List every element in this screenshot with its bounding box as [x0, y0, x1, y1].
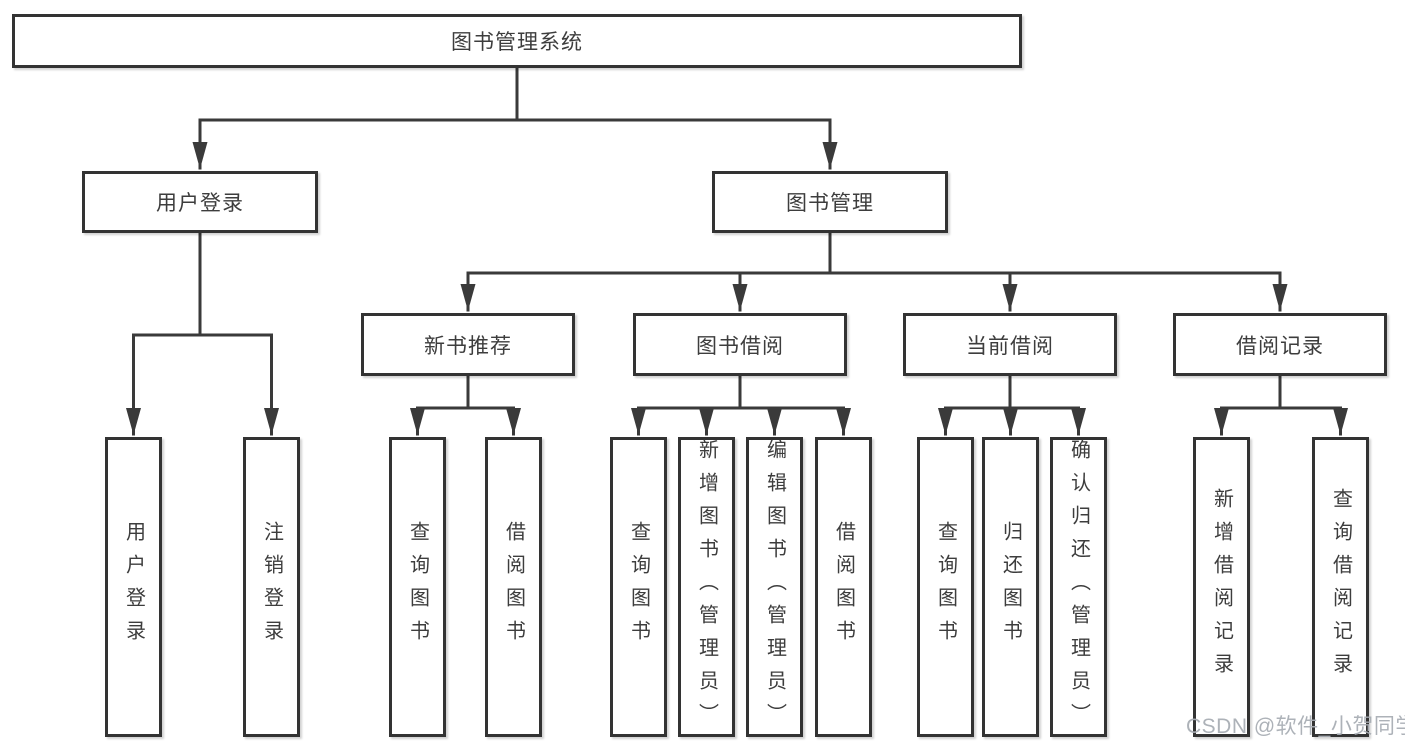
leaf-borrow-books-2: 借阅图书	[815, 437, 872, 737]
leaf-label: 编辑图书（管理员）	[763, 438, 786, 736]
leaf-add-borrow-record: 新增借阅记录	[1193, 437, 1250, 737]
node-book-management: 图书管理	[712, 171, 948, 233]
leaf-label: 新增图书（管理员）	[695, 438, 718, 736]
leaf-query-books-1: 查询图书	[389, 437, 446, 737]
leaf-add-books-admin: 新增图书（管理员）	[678, 437, 735, 737]
node-new-book-recommend: 新书推荐	[361, 313, 575, 376]
csdn-watermark: CSDN @软件_小贺同学	[1186, 715, 1405, 738]
leaf-borrow-books-1: 借阅图书	[485, 437, 542, 737]
leaf-query-books-3: 查询图书	[917, 437, 974, 737]
leaf-label: 确认归还（管理员）	[1067, 438, 1090, 736]
leaf-label: 查询借阅记录	[1329, 488, 1352, 686]
node-book-borrowing: 图书借阅	[633, 313, 847, 376]
leaf-return-books: 归还图书	[982, 437, 1039, 737]
node-borrowing-records: 借阅记录	[1173, 313, 1387, 376]
leaf-label: 查询图书	[406, 521, 429, 653]
leaf-logout: 注销登录	[243, 437, 300, 737]
node-current-borrowing: 当前借阅	[903, 313, 1117, 376]
leaf-edit-books-admin: 编辑图书（管理员）	[746, 437, 803, 737]
leaf-label: 查询图书	[627, 521, 650, 653]
leaf-label: 新增借阅记录	[1210, 488, 1233, 686]
node-user-login-group: 用户登录	[82, 171, 318, 233]
leaf-label: 用户登录	[122, 521, 145, 653]
leaf-user-login: 用户登录	[105, 437, 162, 737]
leaf-label: 借阅图书	[832, 521, 855, 653]
leaf-label: 借阅图书	[502, 521, 525, 653]
leaf-query-books-2: 查询图书	[610, 437, 667, 737]
leaf-label: 查询图书	[934, 521, 957, 653]
leaf-confirm-return-admin: 确认归还（管理员）	[1050, 437, 1107, 737]
leaf-label: 归还图书	[999, 521, 1022, 653]
leaf-query-borrow-record: 查询借阅记录	[1312, 437, 1369, 737]
node-system-root: 图书管理系统	[12, 14, 1022, 68]
leaf-label: 注销登录	[260, 521, 283, 653]
